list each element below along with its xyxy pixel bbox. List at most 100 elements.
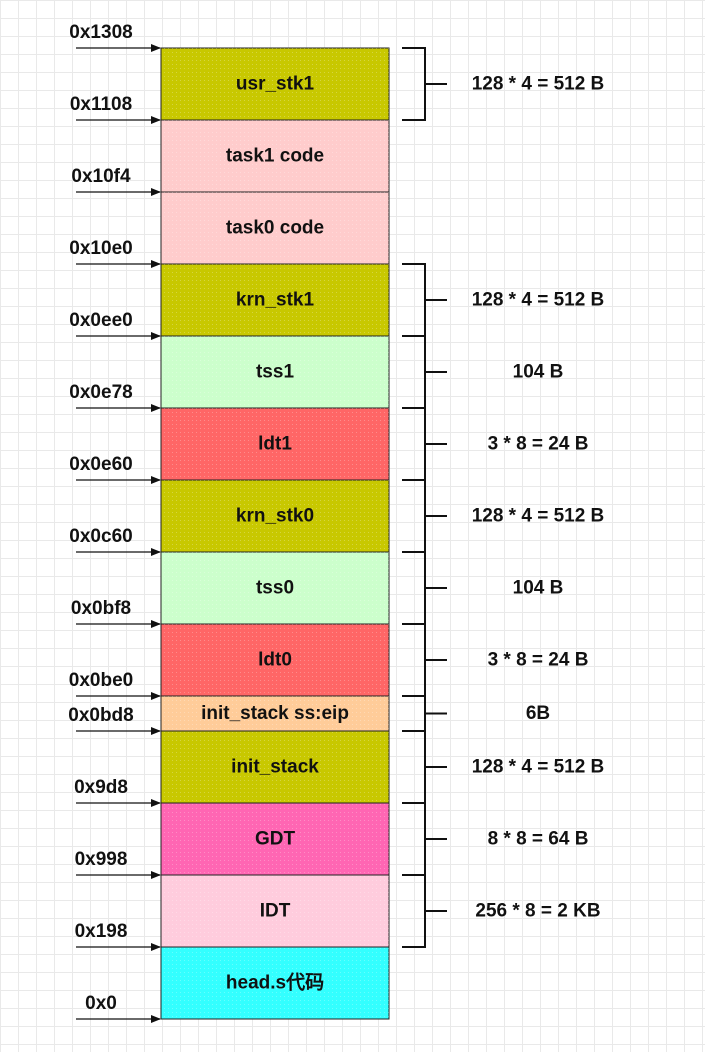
memory-block-label: krn_stk0	[236, 506, 314, 527]
address-marker: 0x0bd8	[68, 705, 161, 735]
size-annotation: 104 B	[425, 578, 563, 599]
address-marker: 0x0be0	[69, 670, 161, 700]
memory-block: ldt0	[160, 623, 390, 697]
address-label: 0x1308	[69, 22, 132, 43]
address-marker: 0x0c60	[69, 526, 161, 556]
memory-block-label: init_stack	[231, 757, 319, 778]
memory-block-label: GDT	[255, 829, 296, 850]
memory-block-texture	[161, 624, 389, 696]
size-label: 128 * 4 = 512 B	[472, 757, 605, 778]
size-label: 6B	[526, 703, 550, 724]
memory-block-label: IDT	[260, 901, 291, 922]
address-marker: 0x9d8	[74, 777, 161, 807]
address-label: 0x0bf8	[71, 598, 131, 619]
size-braces: 128 * 4 = 512 B 128 * 4 = 512 B 104 B 3 * 8…	[402, 47, 604, 948]
address-label: 0x0	[85, 993, 117, 1014]
memory-block: task0 code	[160, 191, 390, 265]
memory-block: ldt1	[160, 407, 390, 481]
memory-block: head.s代码	[160, 946, 390, 1020]
memory-block-texture	[161, 192, 389, 264]
memory-block-texture	[161, 48, 389, 120]
memory-block: init_stack	[160, 730, 390, 804]
memory-block-label: init_stack ss:eip	[201, 703, 349, 724]
memory-block-texture	[161, 336, 389, 408]
size-label: 128 * 4 = 512 B	[472, 290, 605, 311]
memory-block: init_stack ss:eip	[160, 695, 390, 732]
address-label: 0x198	[75, 921, 128, 942]
memory-block-label: task1 code	[226, 146, 324, 167]
memory-block-texture	[161, 947, 389, 1019]
size-label: 8 * 8 = 64 B	[488, 829, 589, 850]
address-label: 0x10f4	[71, 166, 131, 187]
memory-block: tss1	[160, 335, 390, 409]
memory-block-texture	[161, 696, 389, 731]
size-annotation: 8 * 8 = 64 B	[425, 829, 588, 850]
memory-block: IDT	[160, 874, 390, 948]
address-marker: 0x1308	[69, 22, 161, 52]
size-annotation: 256 * 8 = 2 KB	[425, 901, 601, 922]
memory-block: tss0	[160, 551, 390, 625]
size-annotation: 3 * 8 = 24 B	[425, 650, 588, 671]
address-marker: 0x10e0	[69, 238, 161, 268]
size-annotation: 128 * 4 = 512 B	[425, 506, 604, 527]
memory-block: GDT	[160, 802, 390, 876]
memory-block-texture	[161, 480, 389, 552]
memory-block: usr_stk1	[160, 47, 390, 121]
memory-block-label: task0 code	[226, 218, 324, 239]
address-marker: 0x0bf8	[71, 598, 161, 628]
memory-block-texture	[161, 875, 389, 947]
size-label: 3 * 8 = 24 B	[488, 434, 589, 455]
memory-block-texture	[161, 264, 389, 336]
size-label: 256 * 8 = 2 KB	[475, 901, 600, 922]
address-marker: 0x0ee0	[69, 310, 161, 340]
address-marker: 0x0e60	[69, 454, 161, 484]
size-annotation: 128 * 4 = 512 B	[425, 290, 604, 311]
size-annotation: 128 * 4 = 512 B	[425, 74, 604, 95]
size-annotation: 3 * 8 = 24 B	[425, 434, 588, 455]
memory-block-label: ldt0	[258, 650, 292, 671]
memory-block-label: usr_stk1	[236, 74, 315, 95]
memory-block: task1 code	[160, 119, 390, 193]
size-annotation: 104 B	[425, 362, 563, 383]
size-label: 128 * 4 = 512 B	[472, 506, 605, 527]
address-label: 0x0be0	[69, 670, 133, 691]
size-label: 3 * 8 = 24 B	[488, 650, 589, 671]
memory-block: krn_stk0	[160, 479, 390, 553]
address-marker: 0x0e78	[69, 382, 161, 412]
size-annotation: 128 * 4 = 512 B	[425, 757, 604, 778]
size-label: 104 B	[513, 362, 564, 383]
memory-block-label: tss0	[256, 578, 294, 599]
address-marker: 0x998	[75, 849, 161, 879]
address-label: 0x1108	[70, 94, 132, 115]
memory-block-label: head.s代码	[226, 972, 324, 994]
address-label: 0x0c60	[69, 526, 132, 547]
memory-blocks: usr_stk1 task1 code task0 code krn_stk1 tss1…	[160, 47, 390, 1020]
size-label: 128 * 4 = 512 B	[472, 74, 605, 95]
size-annotation: 6B	[425, 703, 550, 724]
address-label: 0x9d8	[74, 777, 128, 798]
address-label: 0x0e78	[69, 382, 132, 403]
memory-block-label: krn_stk1	[236, 290, 315, 311]
address-label: 0x0e60	[69, 454, 132, 475]
address-label: 0x0ee0	[69, 310, 132, 331]
address-label: 0x998	[75, 849, 128, 870]
memory-block-texture	[161, 552, 389, 624]
memory-block-label: tss1	[256, 362, 294, 383]
memory-block-texture	[161, 408, 389, 480]
address-marker: 0x0	[76, 993, 161, 1023]
address-label: 0x0bd8	[68, 705, 133, 726]
memory-block-texture	[161, 120, 389, 192]
memory-block-texture	[161, 803, 389, 875]
address-marker: 0x1108	[70, 94, 161, 124]
memory-block: krn_stk1	[160, 263, 390, 337]
address-arrows: 0x1308 0x1108 0x10f4 0x10e0 0x0ee0 0x0e78 0x0e…	[68, 22, 161, 1023]
size-label: 104 B	[513, 578, 564, 599]
address-marker: 0x198	[75, 921, 161, 951]
memory-block-texture	[161, 731, 389, 803]
address-marker: 0x10f4	[71, 166, 161, 196]
size-brace	[402, 263, 426, 948]
address-label: 0x10e0	[69, 238, 132, 259]
memory-block-label: ldt1	[258, 434, 292, 455]
size-brace	[402, 47, 426, 121]
